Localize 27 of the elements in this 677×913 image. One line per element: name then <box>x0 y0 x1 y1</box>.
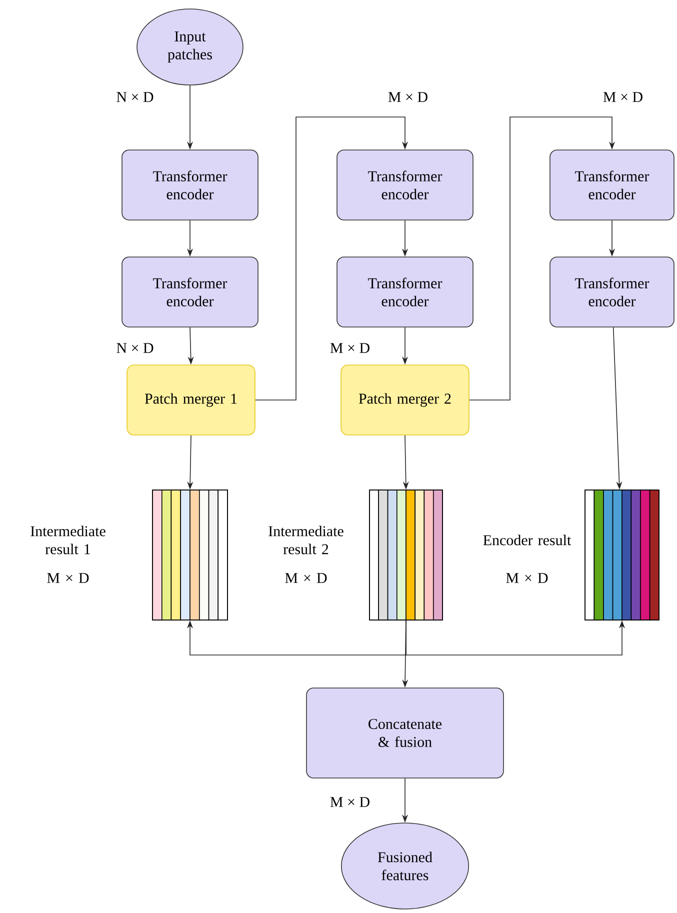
result-label: M × D <box>506 573 548 583</box>
result-label: M × D <box>285 573 327 583</box>
stripe-bar <box>584 490 660 620</box>
result-label: Encoder result <box>483 534 572 546</box>
process-box: Transformer encoder <box>550 150 674 220</box>
merger-box: Patch merger 1 <box>126 364 256 436</box>
process-box: Transformer encoder <box>122 150 258 220</box>
arrow <box>469 116 616 400</box>
process-box: Transformer encoder <box>122 256 258 328</box>
process-box: Concatenate & fusion <box>306 688 504 778</box>
result-label: Intermediate result 2 <box>268 526 344 554</box>
merger-box: Patch merger 2 <box>340 364 470 436</box>
process-box: Transformer encoder <box>550 256 674 328</box>
arrow <box>186 620 406 656</box>
dimension-label: M × D <box>388 92 428 102</box>
process-box: Transformer encoder <box>336 150 474 220</box>
stripe-bar <box>152 490 228 620</box>
process-box: Transformer encoder <box>336 256 474 328</box>
result-label: M × D <box>47 573 89 583</box>
dimension-label: M × D <box>330 343 370 353</box>
arrow <box>255 116 408 400</box>
dimension-label: M × D <box>330 797 370 807</box>
dimension-label: N × D <box>116 92 154 102</box>
dimension-label: M × D <box>603 92 642 102</box>
stripe-bar <box>369 490 443 620</box>
result-label: Intermediate result 1 <box>30 526 106 554</box>
dimension-label: N × D <box>116 343 154 353</box>
